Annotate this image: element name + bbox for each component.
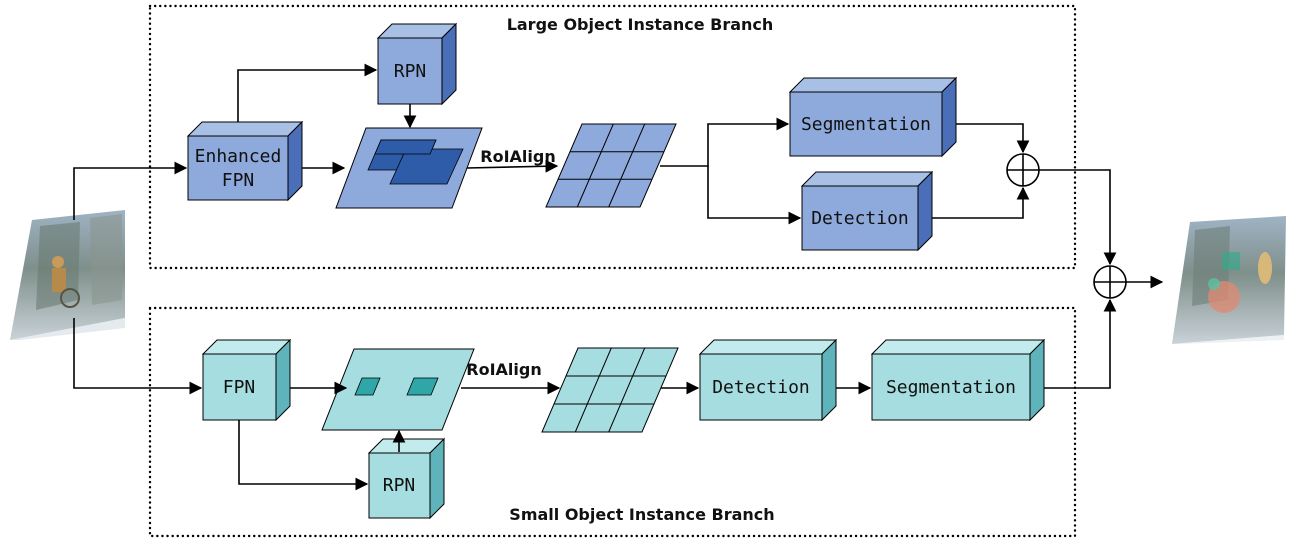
small-proposal-1 [354, 377, 381, 396]
small-detection-label: Detection [712, 377, 810, 398]
small-segmentation-label: Segmentation [886, 377, 1016, 398]
large-rpn-label: RPN [394, 61, 427, 82]
large-feature-map [335, 127, 483, 209]
small-roialign-label: RoIAlign [466, 360, 541, 379]
large-combine-circle [1006, 153, 1040, 187]
small-fpn-label: FPN [223, 377, 256, 398]
large-detection-cube: Detection [800, 170, 934, 252]
large-segmentation-cube: Segmentation [788, 76, 958, 158]
small-segmentation-cube: Segmentation [870, 338, 1046, 422]
small-detection-cube: Detection [698, 338, 838, 422]
small-rpn-cube: RPN [367, 437, 446, 520]
input-image [10, 210, 125, 340]
large-rpn-cube: RPN [376, 22, 458, 106]
large-branch-title: Large Object Instance Branch [507, 15, 774, 34]
small-fpn-cube: FPN [201, 338, 292, 422]
enhanced-fpn-cube: Enhanced FPN [186, 120, 304, 202]
small-feature-map [321, 348, 475, 431]
large-detection-label: Detection [811, 208, 909, 229]
small-branch-frame [148, 306, 1077, 538]
final-combine-circle [1093, 265, 1127, 299]
enhanced-fpn-label-2: FPN [222, 170, 255, 191]
output-image [1172, 216, 1286, 344]
small-rpn-label: RPN [383, 475, 416, 496]
large-roi-grid [545, 123, 677, 208]
small-branch-title: Small Object Instance Branch [509, 505, 774, 524]
large-roialign-label: RoIAlign [480, 147, 555, 166]
large-proposal-2 [389, 148, 464, 185]
enhanced-fpn-label-1: Enhanced [195, 146, 282, 167]
small-proposal-2 [406, 377, 439, 396]
large-segmentation-label: Segmentation [801, 114, 931, 135]
connectors [73, 63, 1164, 491]
large-branch-frame [148, 4, 1077, 270]
small-roi-grid [541, 347, 679, 433]
